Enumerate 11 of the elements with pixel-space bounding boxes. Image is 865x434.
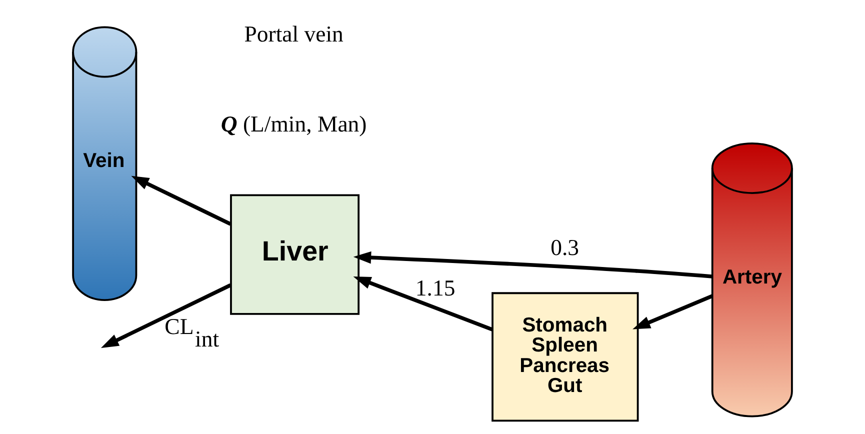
arrow [100,283,232,348]
arrow [353,276,494,332]
node-box: Liver [230,194,360,315]
edge-label: 1.15 [415,276,456,301]
arrow [131,176,232,226]
arrow [632,294,713,330]
label: Portal vein [244,22,344,47]
label: Q (L/min, Man) [220,111,367,136]
edge-label: 0.3 [550,235,580,260]
arrow [353,251,712,278]
node-box: Stomach Spleen Pancreas Gut [492,292,639,422]
